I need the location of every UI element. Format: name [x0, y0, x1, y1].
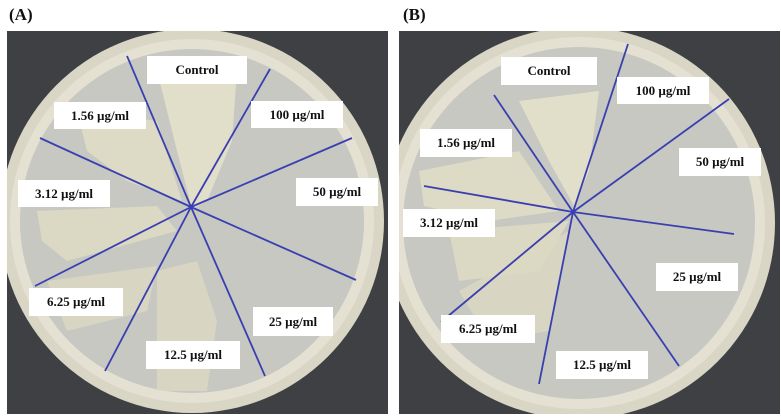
- panel-label-b: (B): [403, 5, 426, 24]
- label-25-b: 25 µg/ml: [656, 263, 738, 291]
- label-1-56-a: 1.56 µg/ml: [54, 102, 146, 129]
- label-12-5-b: 12.5 µg/ml: [556, 351, 648, 379]
- label-12-5-a: 12.5 µg/ml: [146, 341, 240, 369]
- label-50-b: 50 µg/ml: [679, 148, 761, 176]
- label-50-a: 50 µg/ml: [296, 178, 378, 206]
- label-100-a: 100 µg/ml: [251, 101, 343, 128]
- label-6-25-a: 6.25 µg/ml: [29, 288, 123, 316]
- label-100-b: 100 µg/ml: [617, 77, 709, 104]
- label-3-12-a: 3.12 µg/ml: [18, 180, 110, 207]
- label-1-56-b: 1.56 µg/ml: [420, 129, 512, 157]
- label-control-b: Control: [501, 57, 597, 85]
- panel-label-a: (A): [9, 5, 33, 24]
- label-3-12-b: 3.12 µg/ml: [403, 209, 495, 237]
- label-control-a: Control: [147, 56, 247, 84]
- label-25-a: 25 µg/ml: [253, 307, 333, 336]
- label-6-25-b: 6.25 µg/ml: [441, 315, 535, 343]
